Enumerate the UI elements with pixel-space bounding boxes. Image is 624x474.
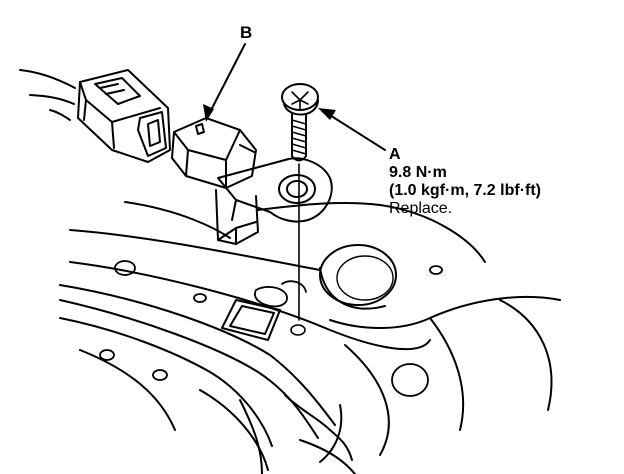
replace-note: Replace.	[389, 200, 453, 217]
leader-arrow-b	[203, 43, 246, 122]
engine-housing	[59, 201, 561, 474]
label-b: B	[240, 23, 253, 42]
crankshaft-position-sensor	[171, 117, 333, 245]
alignment-line	[290, 163, 306, 336]
torque-spec: 9.8 N·m	[389, 164, 447, 181]
torque-spec-alt: (1.0 kgf·m, 7.2 lbf·ft)	[389, 182, 542, 199]
callout-a: A 9.8 N·m (1.0 kgf·m, 7.2 lbf·ft) Replac…	[389, 146, 541, 218]
leader-arrow-a	[318, 108, 386, 151]
housing-holes	[99, 260, 443, 397]
housing-window	[221, 299, 281, 341]
harness-connector	[19, 69, 171, 163]
label-a: A	[389, 146, 401, 163]
mounting-bolt	[281, 83, 319, 162]
round-boss	[319, 244, 397, 310]
